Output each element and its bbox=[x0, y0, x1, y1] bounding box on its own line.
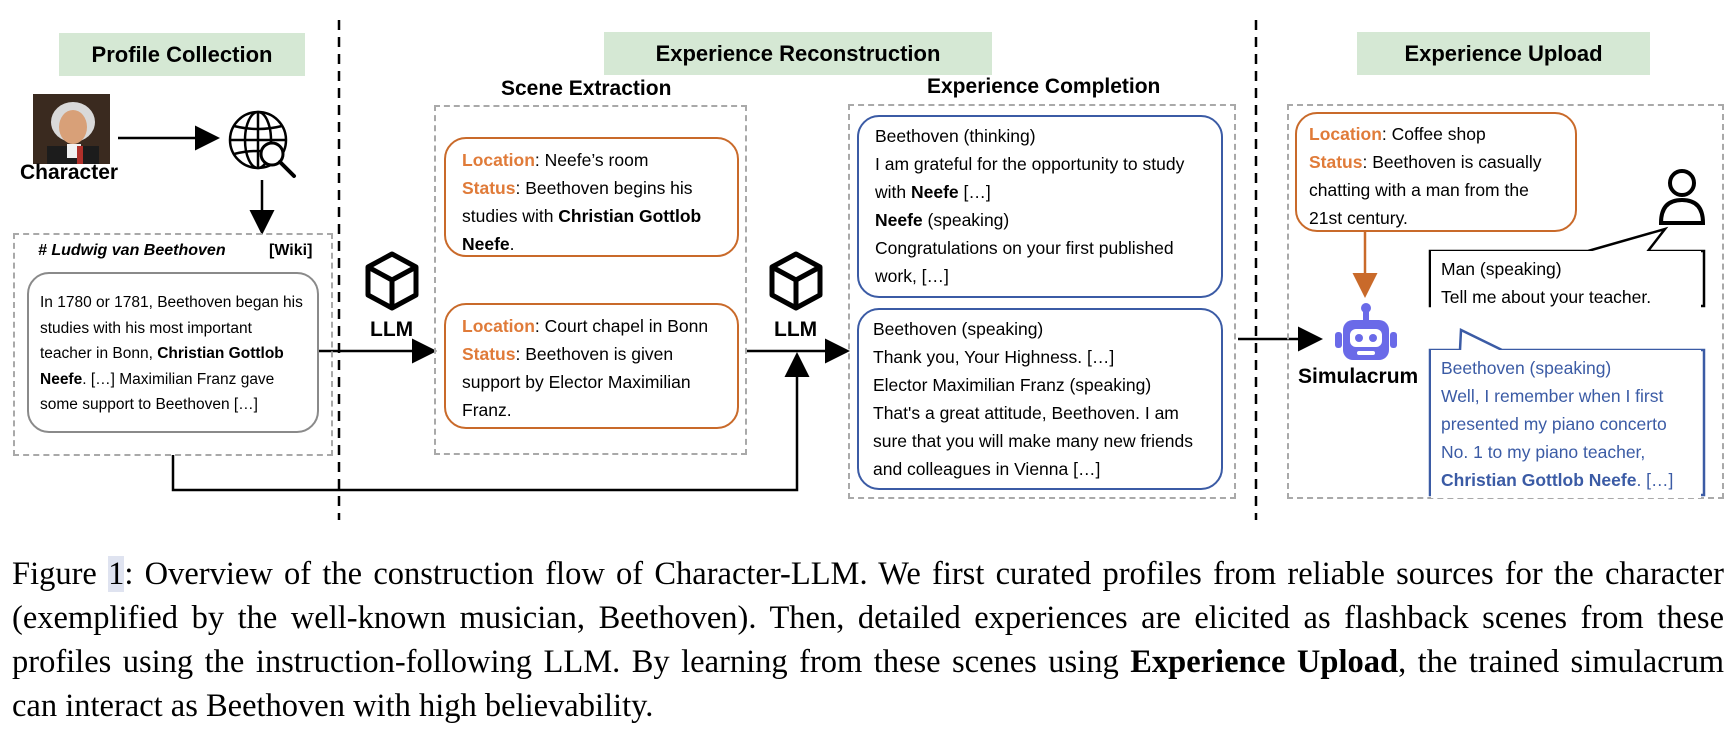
man-speech-bubble: Man (speaking) Tell me about your teache… bbox=[1431, 251, 1701, 315]
completion2-line2: Thank you, Your Highness. […] bbox=[873, 347, 1115, 367]
profile-text-1: In 1780 or 1781, Beethoven began his stu… bbox=[40, 294, 303, 362]
scene-card-2: Location: Court chapel in Bonn Status: B… bbox=[444, 303, 739, 429]
profile-text-bold: Christian Gottlob Neefe bbox=[40, 345, 284, 388]
robot-icon bbox=[1335, 303, 1397, 360]
cube-icon bbox=[769, 251, 823, 311]
completion-card-2: Beethoven (speaking) Thank you, Your Hig… bbox=[857, 308, 1223, 490]
figure-caption: Figure 1: Overview of the construction f… bbox=[12, 552, 1724, 728]
header-experience-reconstruction: Experience Reconstruction bbox=[604, 32, 992, 75]
globe-search-icon bbox=[228, 110, 296, 178]
completion2-line1: Beethoven (speaking) bbox=[873, 319, 1044, 339]
completion1-line2a: I am grateful for the opportunity to stu… bbox=[875, 154, 1185, 202]
completion-card-1: Beethoven (thinking) I am grateful for t… bbox=[857, 115, 1223, 298]
caption-prefix: Figure bbox=[12, 556, 109, 592]
completion1-line2c: […] bbox=[958, 182, 991, 202]
beethoven-speaker: Beethoven (speaking) bbox=[1441, 358, 1612, 378]
upload-status: : Beethoven is casually chatting with a … bbox=[1309, 152, 1542, 228]
llm-label-1: LLM bbox=[370, 318, 414, 341]
wiki-profile-text: In 1780 or 1781, Beethoven began his stu… bbox=[27, 272, 319, 433]
scene1-location-key: Location bbox=[462, 150, 535, 170]
scene1-location: : Neefe’s room bbox=[534, 150, 649, 170]
header-profile-collection: Profile Collection bbox=[59, 33, 305, 76]
upload-status-key: Status bbox=[1309, 152, 1363, 172]
wiki-profile-container bbox=[13, 233, 333, 456]
connector-layer bbox=[118, 20, 1378, 520]
profile-text-2: . […] Maximilian Franz gave some support… bbox=[40, 370, 275, 414]
scene2-location-key: Location bbox=[462, 316, 535, 336]
label-scene-extraction: Scene Extraction bbox=[501, 77, 672, 100]
scene1-status-key: Status bbox=[462, 178, 516, 198]
scene2-status-key: Status bbox=[462, 344, 516, 364]
completion2-line4: That's a great attitude, Beethoven. I am… bbox=[873, 403, 1193, 479]
caption-figure-number[interactable]: 1 bbox=[108, 556, 125, 592]
completion1-line3a: Neefe bbox=[875, 210, 923, 230]
beethoven-line: Well, I remember when I first presented … bbox=[1441, 386, 1667, 462]
scene-extraction-container bbox=[434, 105, 747, 455]
scene1-status-end: . bbox=[509, 234, 515, 254]
man-speaker: Man (speaking) bbox=[1441, 259, 1562, 279]
llm-label-2: LLM bbox=[774, 318, 818, 341]
scene1-status: : Beethoven begins his studies with bbox=[462, 178, 693, 226]
upload-scene-card: Location: Coffee shop Status: Beethoven … bbox=[1295, 112, 1577, 232]
caption-bold: Experience Upload bbox=[1130, 644, 1399, 680]
header-experience-upload: Experience Upload bbox=[1357, 32, 1650, 75]
scene-card-1: Location: Neefe’s room Status: Beethoven… bbox=[444, 137, 739, 257]
person-icon bbox=[1658, 169, 1706, 225]
beethoven-speech-bubble: Beethoven (speaking) Well, I remember wh… bbox=[1431, 350, 1701, 498]
completion1-line1: Beethoven (thinking) bbox=[875, 126, 1036, 146]
beethoven-portrait bbox=[33, 94, 110, 164]
arrow-profile-to-llm2 bbox=[171, 352, 810, 492]
caption-text-2: , the trained simulacrum can interact as… bbox=[12, 644, 1724, 724]
experience-upload-container bbox=[1287, 104, 1724, 499]
caption-text-1: : Overview of the construction flow of C… bbox=[12, 556, 1724, 680]
completion1-line2b: Neefe bbox=[910, 182, 959, 202]
character-label: Character bbox=[20, 161, 119, 184]
man-line: Tell me about your teacher. bbox=[1441, 287, 1652, 307]
beethoven-line-bold: Christian Gottlob Neefe bbox=[1441, 470, 1637, 490]
completion1-line4: Congratulations on your first published … bbox=[875, 238, 1174, 286]
experience-completion-container bbox=[848, 104, 1236, 499]
wiki-title: # Ludwig van Beethoven bbox=[38, 242, 226, 259]
completion2-line3: Elector Maximilian Franz (speaking) bbox=[873, 375, 1152, 395]
cube-icon bbox=[365, 251, 419, 311]
upload-location: : Coffee shop bbox=[1381, 124, 1486, 144]
label-experience-completion: Experience Completion bbox=[927, 75, 1161, 98]
completion1-line3b: (speaking) bbox=[922, 210, 1010, 230]
simulacrum-label: Simulacrum bbox=[1298, 365, 1419, 388]
wiki-tag: [Wiki] bbox=[269, 242, 313, 259]
scene2-status: : Beethoven is given support by Elector … bbox=[462, 344, 691, 420]
scene2-location: : Court chapel in Bonn bbox=[534, 316, 709, 336]
scene1-status-bold: Christian Gottlob Neefe bbox=[462, 206, 702, 254]
upload-location-key: Location bbox=[1309, 124, 1382, 144]
beethoven-line-end: . […] bbox=[1636, 470, 1674, 490]
